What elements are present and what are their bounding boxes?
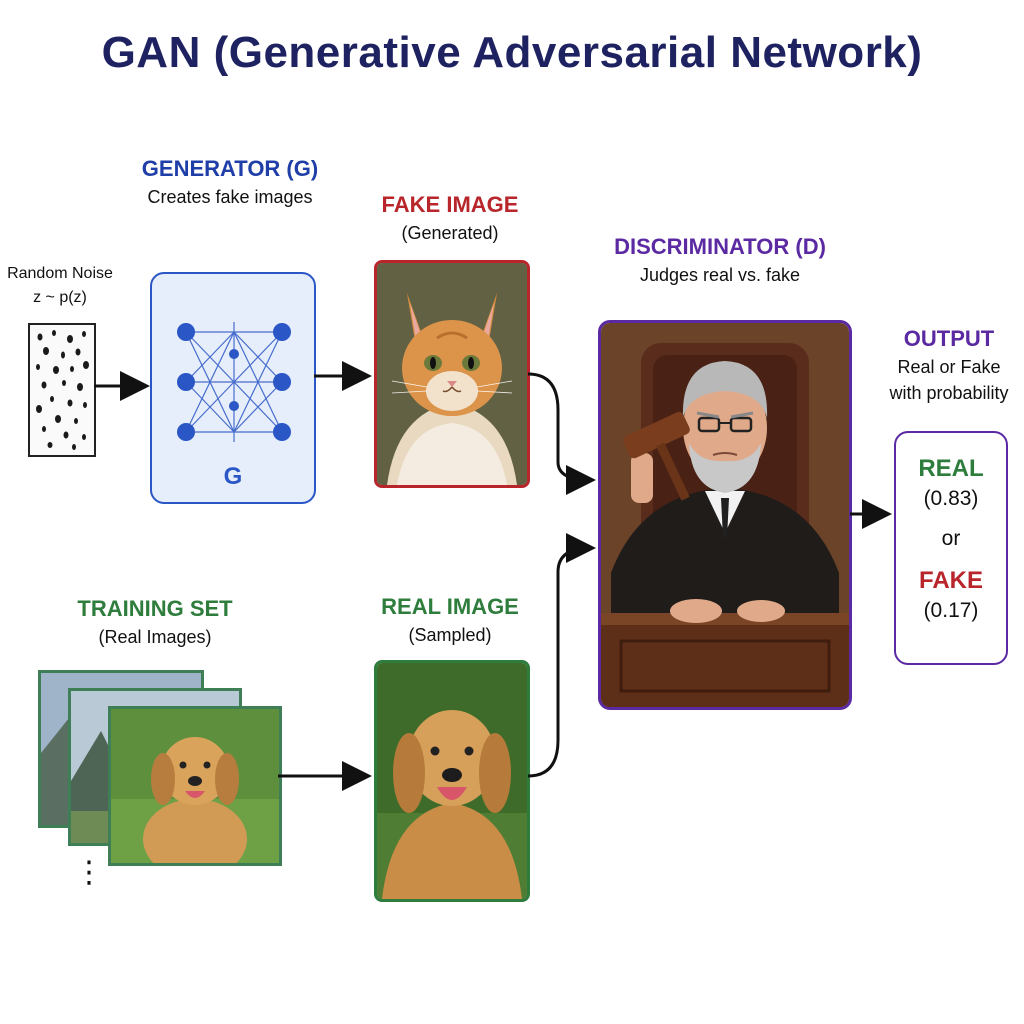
fake-image-heading: FAKE IMAGE: [381, 192, 519, 217]
noise-label-line2: z ~ p(z): [33, 289, 87, 306]
noise-pattern: [36, 330, 89, 450]
real-dog-image: [374, 660, 530, 902]
real-image-subtitle: (Sampled): [408, 625, 492, 645]
arrow-fake-to-discriminator: [527, 372, 596, 495]
output-fake-probability: (0.17): [923, 599, 979, 622]
output-or-text: or: [941, 527, 961, 550]
real-image-heading: REAL IMAGE: [381, 594, 519, 619]
output-subtitle-line2: with probability: [889, 383, 1009, 403]
discriminator-heading: DISCRIMINATOR (D): [614, 234, 826, 259]
fake-image-subtitle: (Generated): [401, 223, 499, 243]
output-heading: OUTPUT: [903, 326, 995, 351]
judge-illustration: [601, 323, 849, 707]
neural-network-icon: G: [177, 322, 291, 490]
noise-label: Random Noise z ~ p(z): [2, 262, 118, 310]
output-box: REAL (0.83) or FAKE (0.17): [894, 431, 1008, 665]
generator-label: GENERATOR (G) Creates fake images: [90, 154, 370, 210]
real-image-label: REAL IMAGE (Sampled): [350, 592, 550, 648]
more-images-marker: ⋮: [74, 856, 104, 889]
training-set-subtitle: (Real Images): [98, 627, 212, 647]
generator-box: G: [150, 272, 316, 504]
output-real-probability: (0.83): [923, 487, 979, 510]
output-label: OUTPUT Real or Fake with probability: [874, 324, 1024, 406]
noise-image: [28, 323, 96, 457]
dog-thumbnail: [111, 709, 279, 863]
training-set-heading: TRAINING SET: [77, 596, 233, 621]
output-fake-label: FAKE: [918, 567, 983, 594]
cat-illustration: [377, 263, 527, 485]
output-real-label: REAL: [918, 455, 984, 482]
arrow-real-to-discriminator: [527, 533, 596, 778]
dog-illustration: [377, 663, 527, 899]
discriminator-subtitle: Judges real vs. fake: [639, 265, 801, 285]
discriminator-label: DISCRIMINATOR (D) Judges real vs. fake: [590, 232, 850, 288]
training-set-label: TRAINING SET (Real Images): [40, 594, 270, 650]
output-subtitle-line1: Real or Fake: [897, 357, 1001, 377]
noise-label-line1: Random Noise: [7, 265, 113, 282]
generator-subtitle: Creates fake images: [147, 187, 313, 207]
generator-box-letter: G: [224, 463, 243, 490]
fake-image-label: FAKE IMAGE (Generated): [350, 190, 550, 246]
fake-cat-image: [374, 260, 530, 488]
diagram-title: GAN (Generative Adversarial Network): [101, 28, 923, 77]
training-card-front: [108, 706, 282, 866]
generator-heading: GENERATOR (G): [141, 156, 319, 181]
